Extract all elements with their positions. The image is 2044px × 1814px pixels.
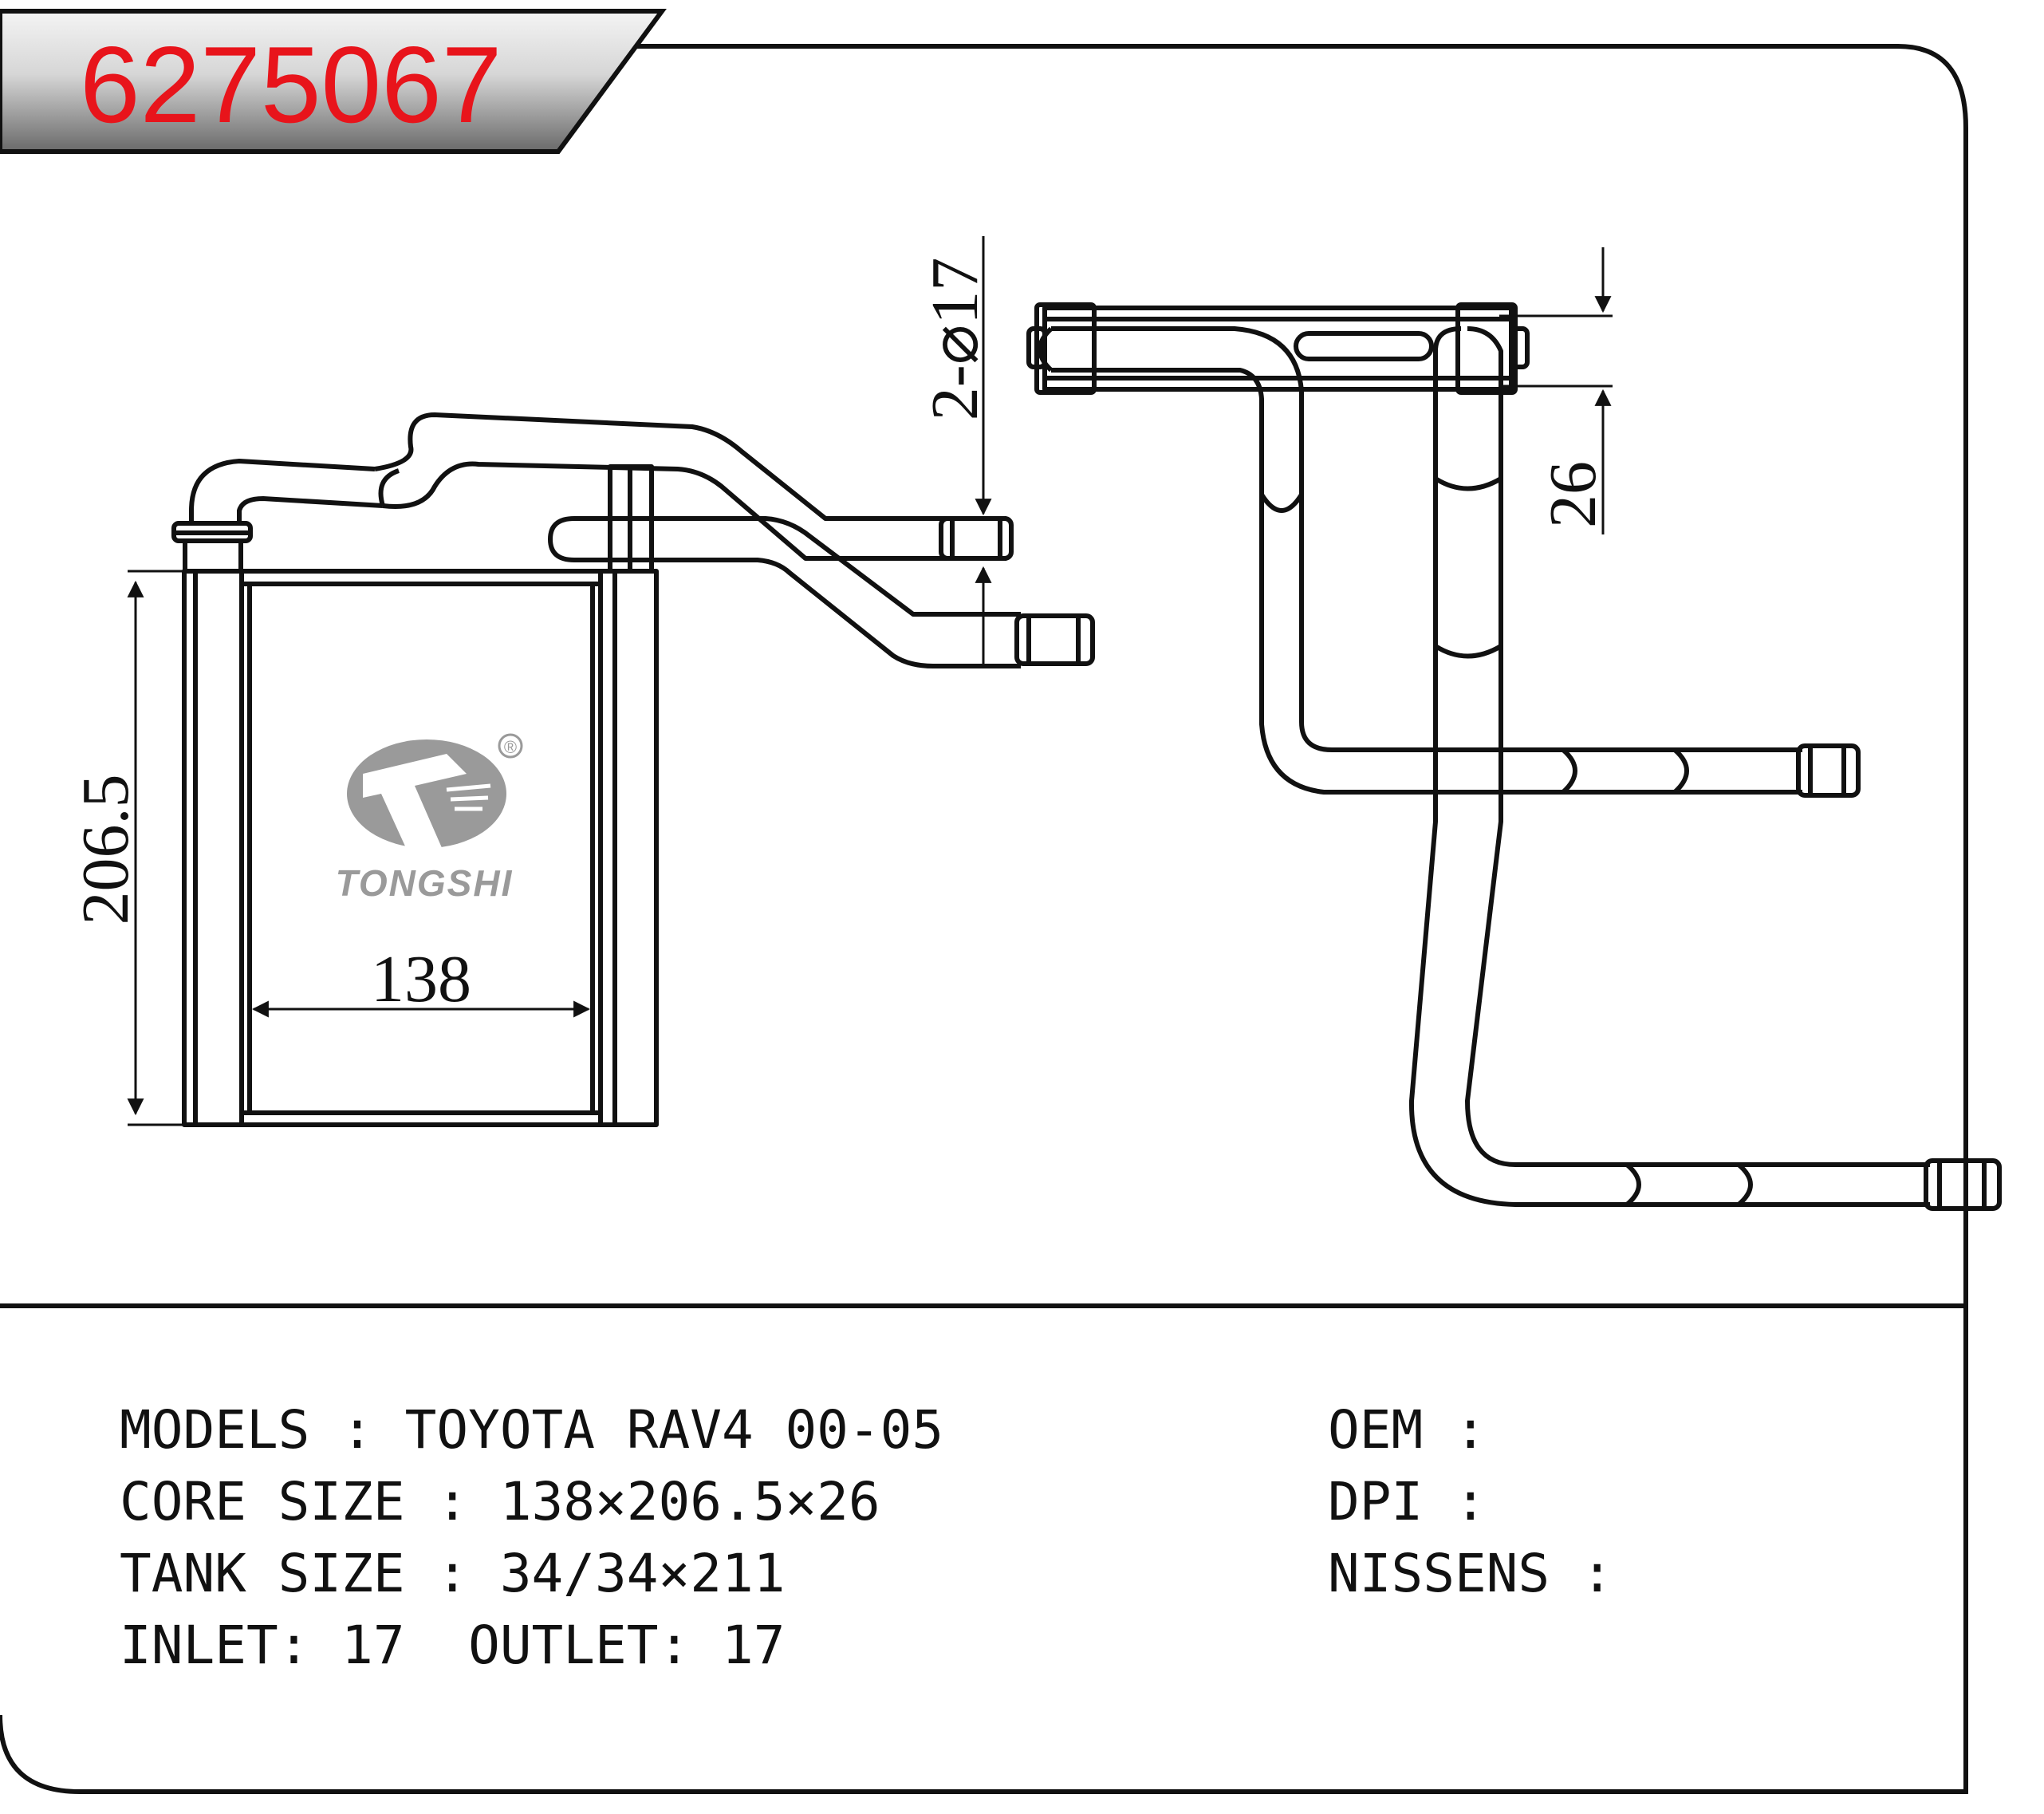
height-dimension: 206.5: [69, 775, 143, 925]
left-tank: [182, 569, 244, 1127]
upper-pipe: [189, 459, 376, 523]
right-tank: [598, 569, 659, 1127]
spec-inlet-outlet: INLET: 17 OUTLET: 17: [120, 1615, 786, 1676]
lower-pipe-end: [1014, 613, 1095, 666]
front-view: [171, 412, 1095, 1127]
side-left-pipe: [1051, 326, 1802, 752]
part-number: 6275067: [80, 24, 502, 145]
outer-frame: [0, 44, 1968, 1794]
lower-pipe: [548, 516, 1021, 668]
spec-dpi: DPI :: [1328, 1471, 1487, 1532]
spec-oem: OEM :: [1328, 1399, 1487, 1461]
upper-pipe-end: [939, 516, 1014, 561]
spec-nissens: NISSENS :: [1328, 1543, 1613, 1604]
side-dimensions: [1499, 247, 1613, 534]
spec-core-size: CORE SIZE : 138×206.5×26: [120, 1471, 880, 1532]
spec-models: MODELS : TOYOTA RAV4 00-05: [120, 1399, 944, 1461]
front-dimensions: [127, 236, 992, 1126]
registered-mark: ®: [504, 737, 517, 757]
width-dimension: 138: [371, 942, 471, 1016]
side-view: [1026, 302, 2002, 1211]
part-number-tab: [0, 9, 667, 154]
core: [239, 569, 603, 1127]
side-right-pipe: [1465, 326, 1930, 1167]
thickness-dimension: 26: [1536, 461, 1610, 528]
pipe-diameter-dimension: 2-⌀17: [918, 258, 992, 421]
brand-name: TONGSHI: [336, 862, 514, 904]
tongshi-logo: ® TONGSHI: [336, 733, 523, 904]
spec-tank-size: TANK SIZE : 34/34×211: [120, 1543, 786, 1604]
